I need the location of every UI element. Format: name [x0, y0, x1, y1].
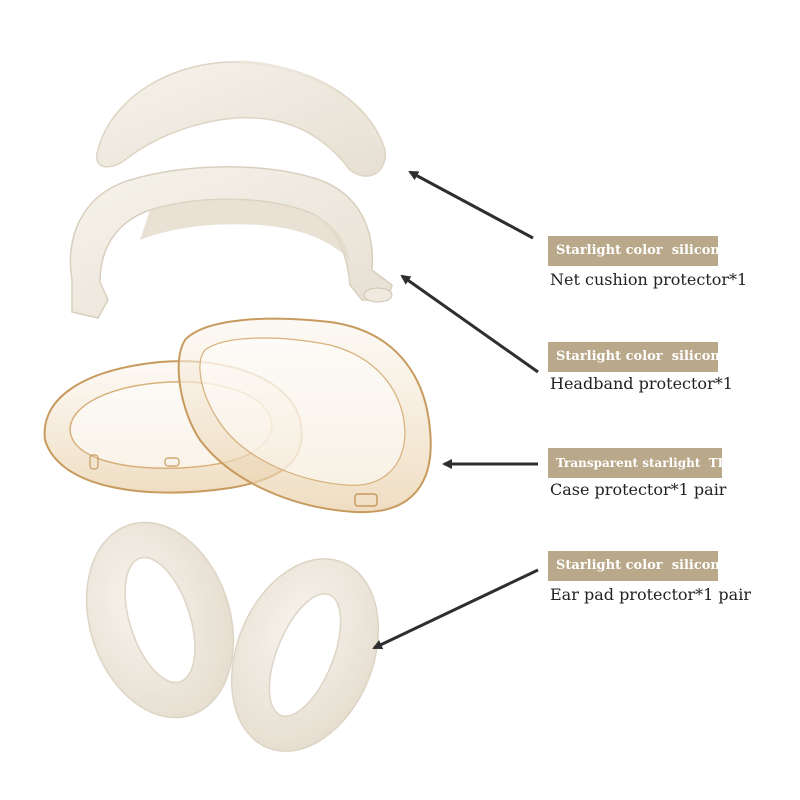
case-protector-image — [43, 317, 432, 514]
material-tag-headband: Starlight color silicone — [548, 342, 728, 372]
headband-protector-image — [69, 166, 393, 319]
arrow-headband — [400, 274, 539, 374]
description-net-cushion: Net cushion protector*1 — [550, 270, 748, 289]
material-tag-ear-pad: Starlight color silicone — [548, 551, 728, 581]
description-case: Case protector*1 pair — [550, 480, 727, 499]
net-cushion-protector-image — [95, 60, 386, 177]
material-tag-net-cushion: Starlight color silicone — [548, 236, 728, 266]
ear-pad-protector-image — [85, 521, 380, 752]
description-headband: Headband protector*1 — [550, 374, 733, 393]
arrow-ear-pad — [372, 568, 539, 650]
arrow-net-cushion — [408, 170, 534, 240]
description-ear-pad: Ear pad protector*1 pair — [550, 585, 751, 604]
material-tag-case: Transparent starlight TPU — [548, 448, 737, 478]
